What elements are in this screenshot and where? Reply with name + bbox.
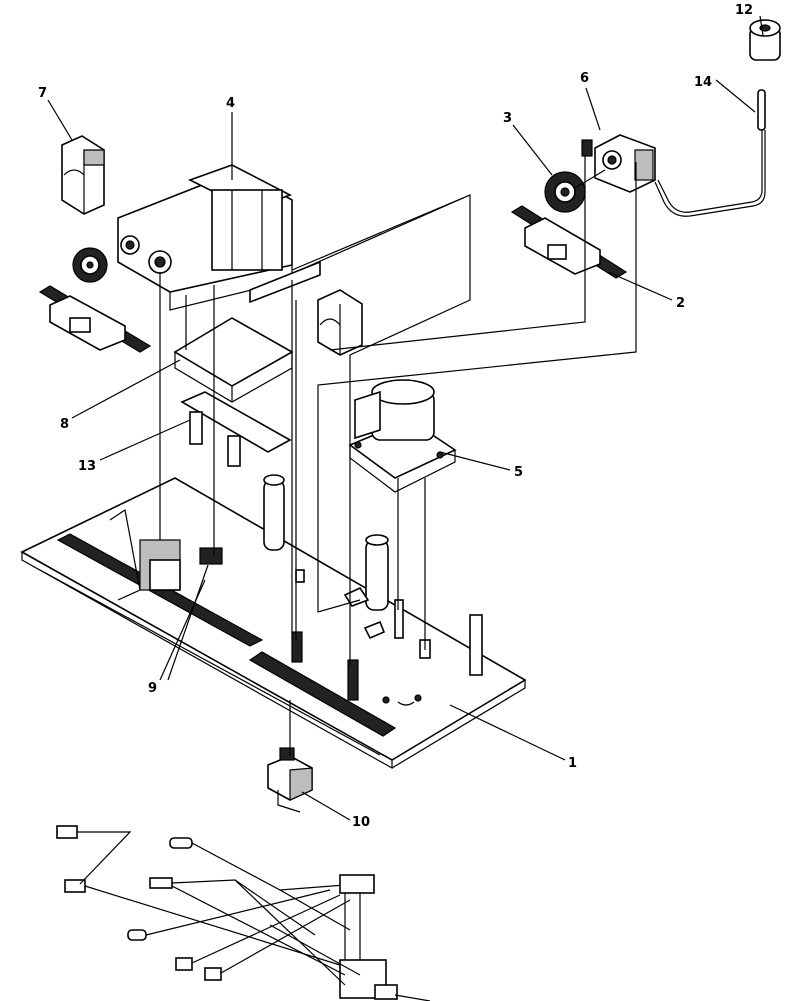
callout-9: 9 (148, 681, 157, 696)
part-5-motor (348, 379, 457, 493)
callout-2: 2 (676, 296, 685, 311)
part-6-thermostat (581, 134, 656, 193)
part-2-rack (510, 205, 628, 279)
callout-4: 4 (226, 96, 235, 111)
callout-labels: 1 2 3 4 5 6 7 8 9 10 12 13 14 (38, 3, 753, 830)
gear-left (72, 247, 108, 283)
part-12-bulb (749, 19, 781, 61)
callout-6: 6 (580, 71, 589, 86)
assembly-guide-lines (159, 155, 637, 756)
callout-10: 10 (352, 815, 370, 830)
callout-5: 5 (514, 465, 523, 480)
part-14-capillary-tube (654, 89, 766, 217)
part-4-assembly (117, 164, 321, 311)
wire-harness (56, 825, 398, 1000)
part-7-block (61, 135, 105, 215)
callout-8: 8 (60, 417, 69, 432)
callout-12: 12 (735, 3, 753, 18)
base-plate (20, 474, 527, 770)
leader-lines (47, 15, 764, 1001)
callout-1: 1 (568, 756, 577, 771)
center-block (317, 289, 363, 356)
part-3-gear (544, 169, 606, 213)
part-8-plate (173, 317, 294, 403)
callout-3: 3 (503, 111, 512, 126)
callout-14: 14 (694, 75, 712, 90)
part-10-switch (267, 747, 313, 813)
rack-left (38, 285, 152, 353)
callout-13: 13 (78, 459, 96, 474)
part-13-bracket (180, 391, 292, 467)
callout-7: 7 (38, 86, 47, 101)
